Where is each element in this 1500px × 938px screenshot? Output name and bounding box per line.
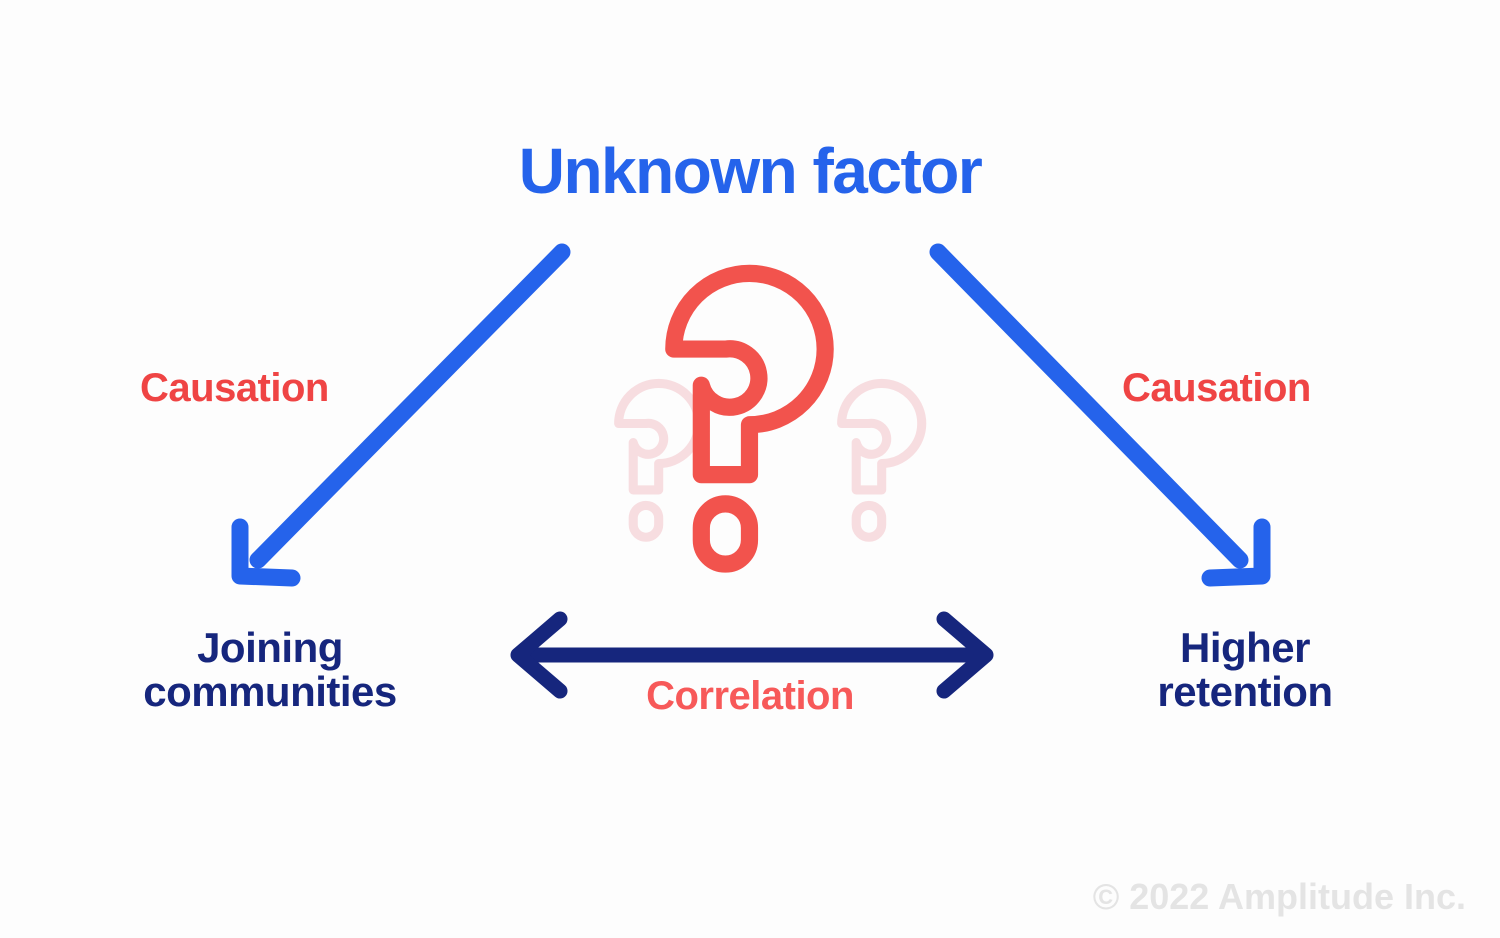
edge-label-correlation: Correlation xyxy=(646,674,854,718)
copyright-notice: © 2022 Amplitude Inc. xyxy=(1092,876,1466,917)
node-label-higher-retention: Higher retention xyxy=(1157,624,1333,715)
correlation-arrow-bidirectional xyxy=(510,611,994,699)
node-label-joining-communities: Joining communities xyxy=(143,624,397,715)
causation-arrow-right xyxy=(929,243,1271,587)
question-mark-icon-faded-left xyxy=(614,378,704,542)
edge-label-causation-right: Causation xyxy=(1122,366,1311,410)
edge-label-causation-left: Causation xyxy=(140,366,329,410)
causation-arrow-left xyxy=(231,243,571,587)
page-title: Unknown factor xyxy=(518,135,983,207)
question-mark-icon xyxy=(665,264,834,573)
question-mark-icon-faded-right xyxy=(837,378,927,542)
